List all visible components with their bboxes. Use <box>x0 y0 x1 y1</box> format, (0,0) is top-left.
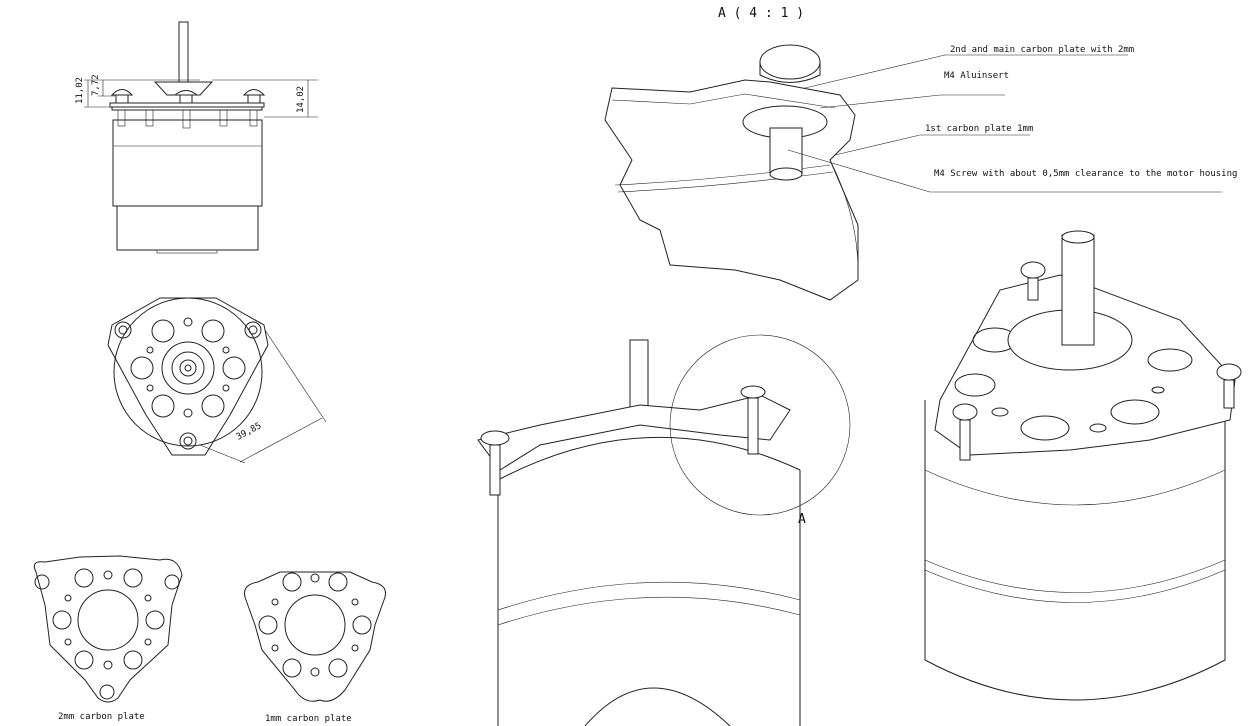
iso-full-holes <box>954 327 1193 441</box>
iso-full-screws <box>952 261 1242 461</box>
carbon-plate-1mm <box>111 106 263 111</box>
top-view: 39,85 <box>107 297 327 464</box>
callout-main-carbon-plate: 2nd and main carbon plate with 2mm <box>950 45 1134 55</box>
detail-view-a: A ( 4 : 1 ) 2nd and main carbon plate wi… <box>604 6 1237 301</box>
motor-housing-lower <box>116 205 259 251</box>
plate-1mm-label: 1mm carbon plate <box>265 714 352 724</box>
detail-housing <box>604 79 859 301</box>
iso-full-shaft <box>1061 234 1095 346</box>
detail-marker-a: A <box>798 512 806 527</box>
plate-holes <box>130 317 246 418</box>
dimension-7-72: 7,72 <box>91 74 101 96</box>
carbon-plate-2mm <box>109 102 265 108</box>
detail-screw-shank <box>769 127 803 175</box>
dimension-11-02: 11,02 <box>75 77 85 104</box>
iso-plate <box>477 394 791 471</box>
leader-lines <box>787 54 1222 193</box>
callout-1st-carbon-plate: 1st carbon plate 1mm <box>925 124 1033 134</box>
plate-outline <box>107 297 269 456</box>
motor-shaft <box>178 21 189 83</box>
plate-2mm-label: 2mm carbon plate <box>58 712 145 722</box>
dimension-lines <box>84 79 318 118</box>
motor-housing-upper <box>112 119 263 207</box>
screw-heads-top <box>114 321 262 450</box>
motor-outline <box>113 297 263 447</box>
dimension-14-02: 14,02 <box>296 86 306 113</box>
detail-title: A ( 4 : 1 ) <box>718 6 804 21</box>
plate-2mm: 2mm carbon plate <box>33 555 183 722</box>
iso-screws <box>480 385 766 496</box>
plate-1mm: 1mm carbon plate <box>244 571 386 724</box>
prop-adapter <box>153 81 214 96</box>
detail-screw-head <box>759 44 821 80</box>
callout-aluinsert: M4 Aluinsert <box>944 71 1009 81</box>
side-view: 11,02 7,72 14,02 <box>75 21 318 254</box>
dimension-39-85: 39,85 <box>235 421 264 443</box>
screw-heads <box>110 89 266 104</box>
callout-m4-screw: M4 Screw with about 0,5mm clearance to t… <box>934 169 1237 179</box>
iso-view-partial: A <box>477 334 851 726</box>
iso-view-full <box>924 230 1242 701</box>
detail-circle-a <box>669 334 851 516</box>
screw-shanks <box>117 109 258 129</box>
